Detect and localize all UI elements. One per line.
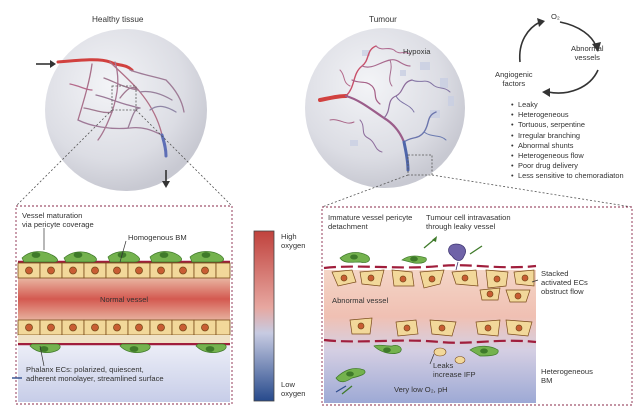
tumour-sphere (305, 28, 465, 188)
tumour-endothelial-cells (331, 269, 535, 337)
oxygen-scale (253, 230, 275, 402)
homogenous-bm-label: Homogenous BM (128, 233, 187, 242)
phalanx-ecs-label: Phalanx ECs: polarized, quiescent, adher… (26, 365, 164, 383)
intravasation-label: Tumour cell intravasation through leaky … (426, 213, 511, 231)
very-low-o2-label: Very low O₂, pH (394, 385, 448, 394)
tumour-vessel-features-list: Leaky Heterogeneous Tortuous, serpentine… (511, 100, 624, 182)
vessel-maturation-label: Vessel maturation via pericyte coverage (22, 211, 94, 229)
healthy-tissue-title: Healthy tissue (92, 15, 144, 24)
tumour-title: Tumour (369, 15, 397, 24)
feature-item: Heterogeneous flow (511, 151, 624, 161)
inflow-arrowhead (50, 60, 56, 68)
healthy-detail-panel (12, 205, 233, 405)
tumour-callout-lines (321, 174, 633, 208)
cycle-o2-label: O₂ (551, 12, 560, 21)
leaks-label: Leaks increase IFP (433, 361, 476, 379)
o2-cycle-arrowheads (537, 18, 601, 97)
feature-item: Abnormal shunts (511, 141, 624, 151)
high-oxygen-label: High oxygen (281, 232, 306, 250)
feature-item: Leaky (511, 100, 624, 110)
feature-item: Irregular branching (511, 131, 624, 141)
heterogeneous-bm-label: Heterogeneous BM (541, 367, 593, 385)
healthy-tissue-sphere (45, 29, 207, 191)
stacked-ecs-label: Stacked activated ECs obstruct flow (541, 269, 588, 296)
healthy-endothelial-cells-top (17, 262, 231, 279)
tumour-detail-panel (321, 206, 633, 406)
cycle-abnormal-vessels-label: Abnormal vessels (571, 44, 604, 62)
healthy-callout-lines (15, 109, 233, 207)
hypoxia-label: Hypoxia (403, 47, 431, 56)
cycle-angiogenic-factors-label: Angiogenic factors (495, 70, 533, 88)
feature-item: Heterogeneous (511, 110, 624, 120)
healthy-pericytes (21, 251, 227, 353)
feature-item: Poor drug delivery (511, 161, 624, 171)
low-oxygen-label: Low oxygen (281, 380, 306, 398)
outflow-arrowhead (162, 181, 170, 188)
normal-vessel-label: Normal vessel (100, 295, 149, 304)
feature-item: Tortuous, serpentine (511, 120, 624, 130)
tumour-pericytes (335, 252, 499, 383)
feature-item: Less sensitive to chemoradiaton (511, 171, 624, 181)
healthy-endothelial-cells-bottom (17, 319, 231, 343)
abnormal-vessel-label: Abnormal vessel (332, 296, 389, 305)
tumour-cell (448, 243, 466, 261)
pericyte-detachment-label: Immature vessel pericyte detachment (328, 213, 413, 231)
